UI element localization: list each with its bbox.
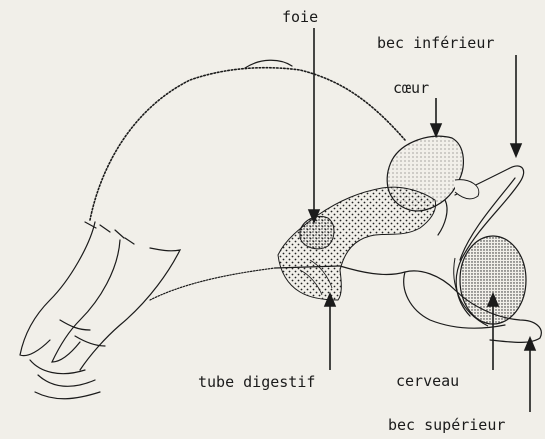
label-bec-superieur: bec supérieur [388, 416, 505, 434]
label-coeur: cœur [393, 79, 429, 97]
label-bec-inferieur: bec inférieur [377, 34, 494, 52]
label-foie: foie [282, 8, 318, 26]
body-outline [20, 60, 541, 399]
liver-shape [300, 217, 334, 249]
label-cerveau: cerveau [396, 372, 459, 390]
label-tube-digestif: tube digestif [198, 373, 315, 391]
heart-shape [387, 136, 463, 211]
